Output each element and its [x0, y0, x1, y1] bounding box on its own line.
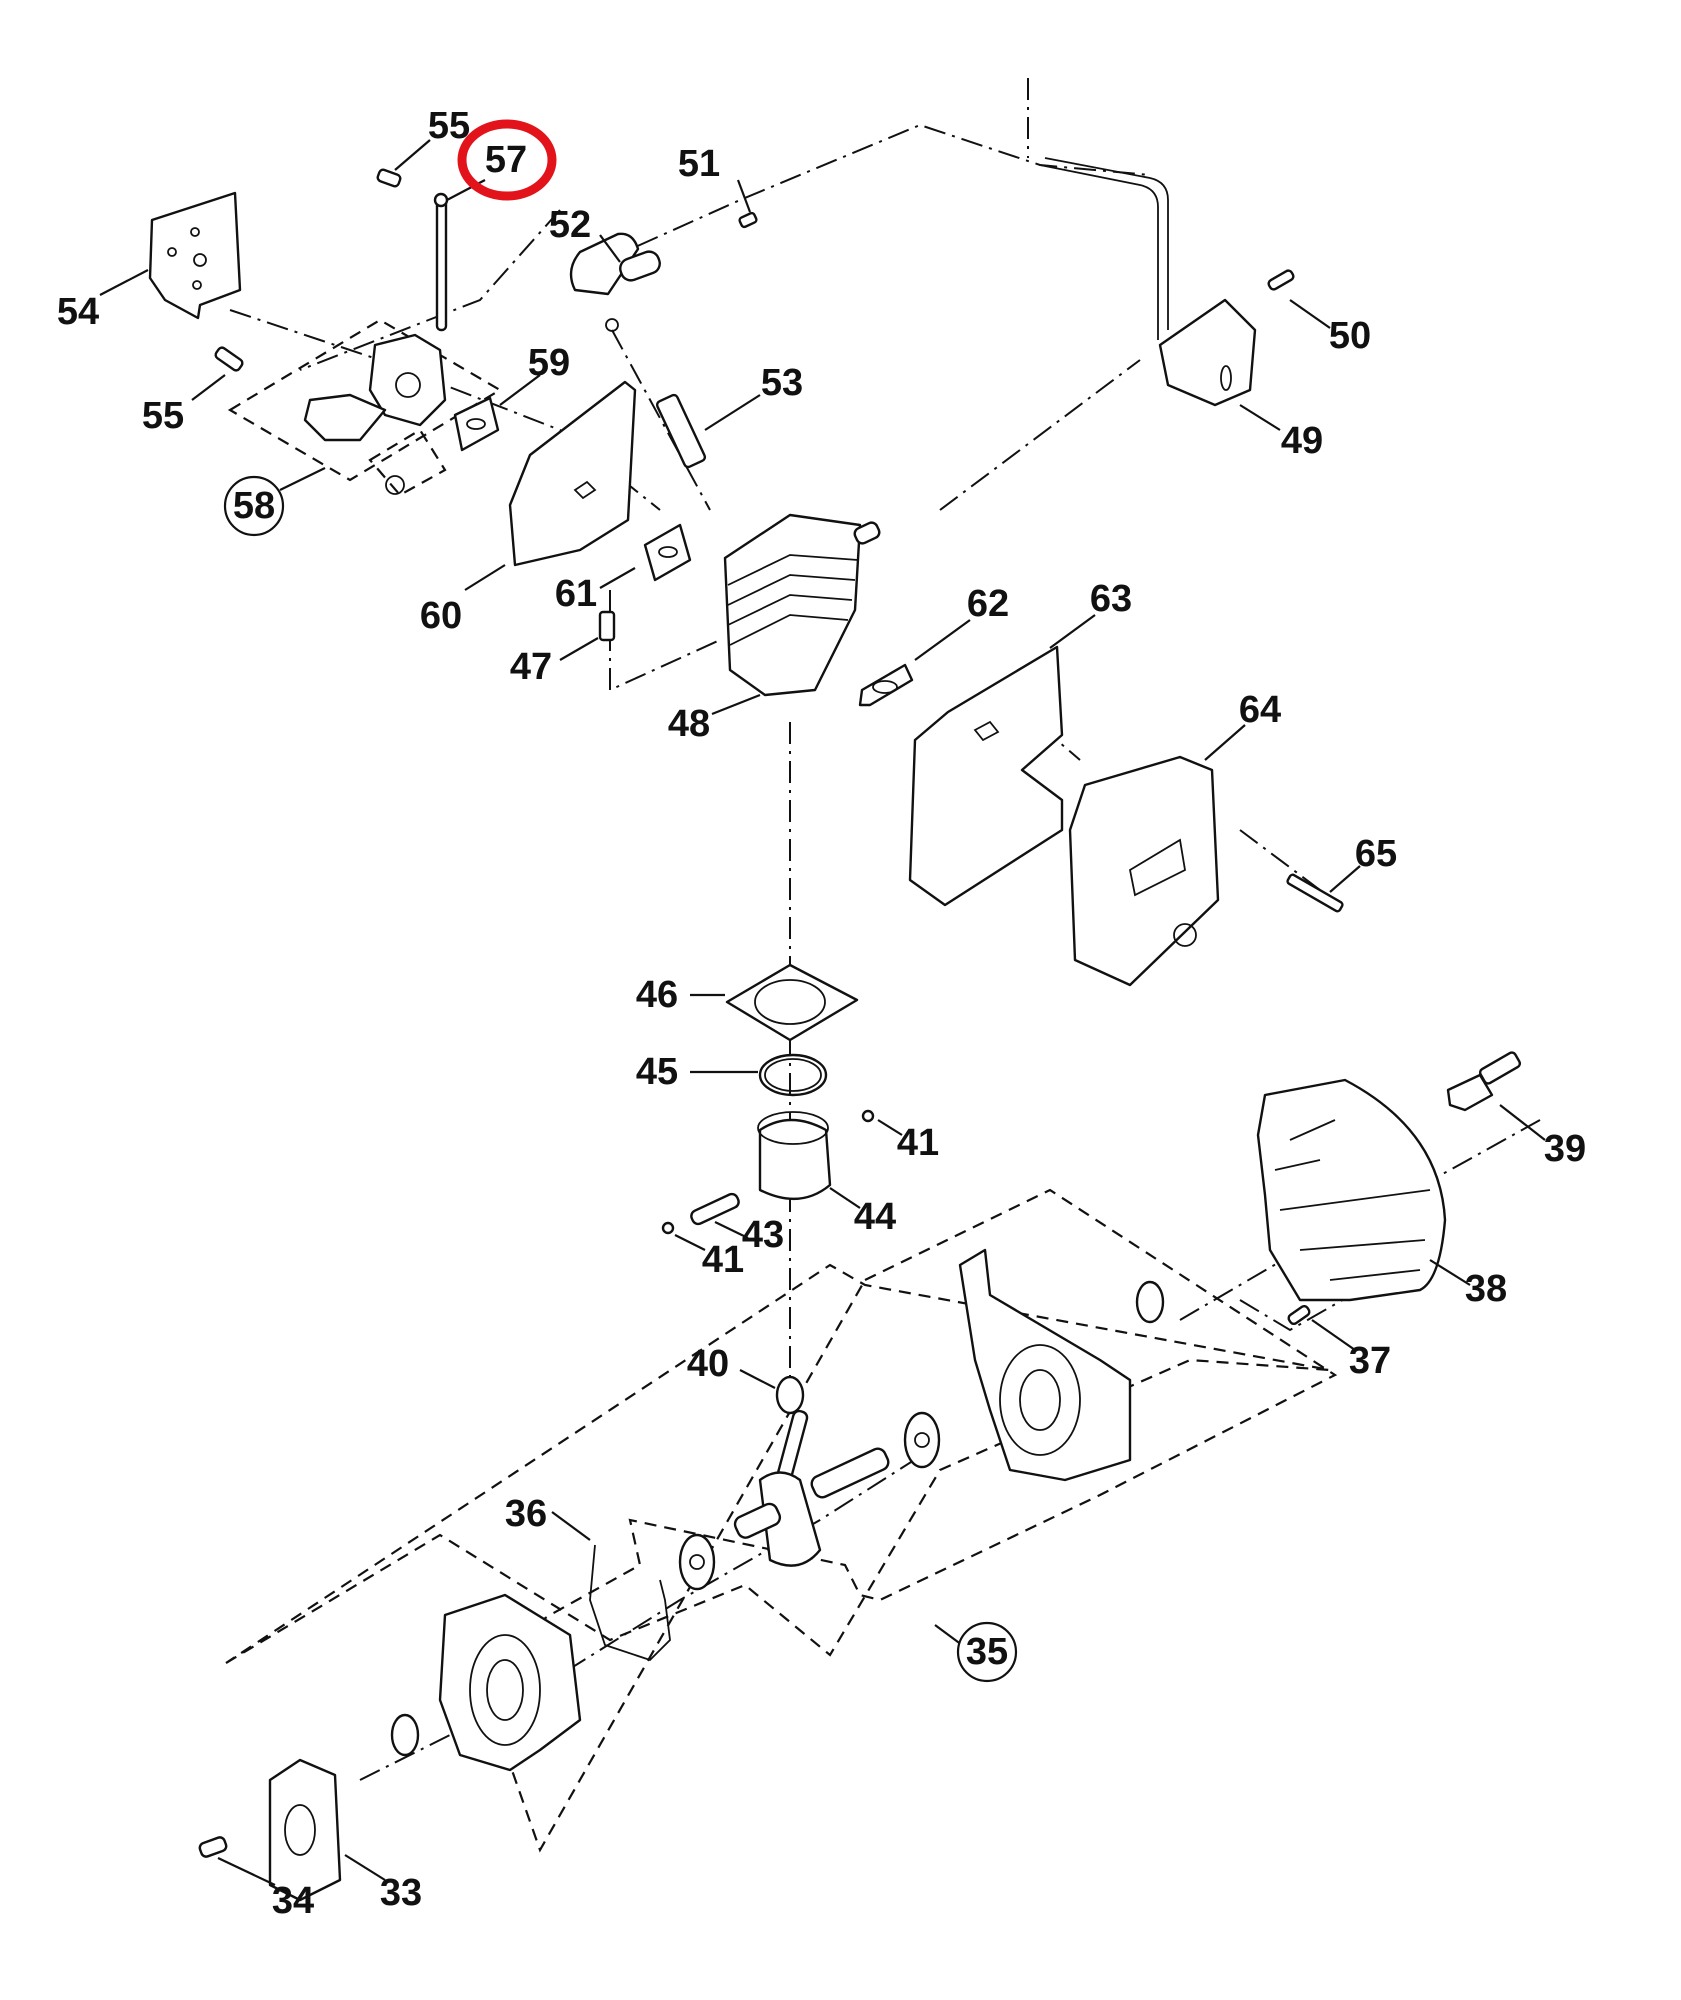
- part-55-screw-top[interactable]: [376, 168, 402, 188]
- leader-lines: [99, 139, 1546, 1886]
- part-58-carburetor[interactable]: [303, 333, 447, 495]
- part-46-gasket[interactable]: [725, 963, 859, 1042]
- part-52-plug-cap[interactable]: [569, 232, 663, 332]
- seal-left[interactable]: [390, 1713, 420, 1757]
- part-41-clip-right[interactable]: [861, 1109, 875, 1123]
- part-37-screw[interactable]: [1287, 1304, 1311, 1326]
- label-58[interactable]: 58: [233, 485, 275, 527]
- label-55-top[interactable]: 55: [428, 105, 470, 147]
- label-49[interactable]: 49: [1281, 420, 1323, 462]
- part-38-flywheel[interactable]: [1256, 1078, 1447, 1302]
- part-41-clip-left[interactable]: [661, 1221, 675, 1235]
- label-36[interactable]: 36: [505, 1493, 547, 1535]
- label-53[interactable]: 53: [761, 362, 803, 404]
- label-37[interactable]: 37: [1349, 1340, 1391, 1382]
- part-53-spark-plug[interactable]: [655, 393, 707, 469]
- label-52[interactable]: 52: [549, 204, 591, 246]
- bearing-left[interactable]: [678, 1533, 716, 1591]
- part-45-piston-ring[interactable]: [758, 1053, 828, 1097]
- crankshaft[interactable]: [732, 1409, 890, 1567]
- part-65-bolt[interactable]: [1286, 873, 1344, 913]
- label-38[interactable]: 38: [1465, 1268, 1507, 1310]
- label-34[interactable]: 34: [272, 1880, 314, 1922]
- assembly-58-box: [227, 318, 503, 497]
- part-51-spring[interactable]: [738, 211, 758, 229]
- label-61[interactable]: 61: [555, 573, 597, 615]
- part-48-cylinder[interactable]: [723, 513, 881, 697]
- label-51[interactable]: 51: [678, 143, 720, 185]
- part-44-piston[interactable]: [757, 1111, 832, 1201]
- label-40[interactable]: 40: [687, 1343, 729, 1385]
- label-59[interactable]: 59: [528, 342, 570, 384]
- part-47-valve[interactable]: [598, 610, 616, 642]
- part-55-screw-mid[interactable]: [214, 346, 244, 372]
- label-43[interactable]: 43: [742, 1214, 784, 1256]
- bearing-right[interactable]: [903, 1411, 941, 1469]
- part-43-piston-pin[interactable]: [689, 1192, 740, 1226]
- part-49-ignition-coil[interactable]: [1039, 157, 1257, 407]
- highlight-circle-57: [457, 119, 557, 201]
- crankcase-right-half[interactable]: [958, 1248, 1132, 1482]
- label-64[interactable]: 64: [1239, 689, 1281, 731]
- label-45[interactable]: 45: [636, 1051, 678, 1093]
- label-41-left[interactable]: 41: [702, 1239, 744, 1281]
- label-41-right[interactable]: 41: [897, 1122, 939, 1164]
- part-50-screw[interactable]: [1267, 269, 1295, 291]
- callout-ring-35: [956, 1621, 1018, 1683]
- part-36-gasket[interactable]: [589, 1544, 671, 1662]
- label-50[interactable]: 50: [1329, 315, 1371, 357]
- part-40-bearing[interactable]: [775, 1375, 805, 1415]
- part-62-gasket[interactable]: [858, 663, 914, 707]
- label-46[interactable]: 46: [636, 974, 678, 1016]
- label-35[interactable]: 35: [966, 1631, 1008, 1673]
- label-57[interactable]: 57: [485, 139, 527, 181]
- label-44[interactable]: 44: [854, 1196, 896, 1238]
- part-54-plate[interactable]: [148, 191, 242, 320]
- part-63-heat-shield[interactable]: [908, 645, 1064, 907]
- part-64-muffler[interactable]: [1068, 755, 1220, 987]
- label-65[interactable]: 65: [1355, 833, 1397, 875]
- part-labels: 55 57 51 52 54 50 55 59 53 49 58 60 61 4…: [57, 105, 1586, 1922]
- part-33-cover[interactable]: [268, 1758, 342, 1902]
- label-39[interactable]: 39: [1544, 1128, 1586, 1170]
- part-60-plate[interactable]: [508, 380, 637, 567]
- label-60[interactable]: 60: [420, 595, 462, 637]
- part-59-gasket[interactable]: [453, 396, 500, 452]
- crankcase-left-half[interactable]: [438, 1593, 582, 1772]
- label-33[interactable]: 33: [380, 1872, 422, 1914]
- callout-ring-58: [223, 475, 285, 537]
- label-54[interactable]: 54: [57, 291, 99, 333]
- part-57-rod[interactable]: [433, 192, 449, 332]
- part-61-gasket[interactable]: [643, 523, 692, 582]
- label-48[interactable]: 48: [668, 703, 710, 745]
- label-47[interactable]: 47: [510, 646, 552, 688]
- label-62[interactable]: 62: [967, 583, 1009, 625]
- part-39-stud[interactable]: [1446, 1051, 1522, 1112]
- label-55-mid[interactable]: 55: [142, 395, 184, 437]
- part-34-screw[interactable]: [198, 1836, 228, 1858]
- label-63[interactable]: 63: [1090, 578, 1132, 620]
- seal-right[interactable]: [1135, 1280, 1165, 1324]
